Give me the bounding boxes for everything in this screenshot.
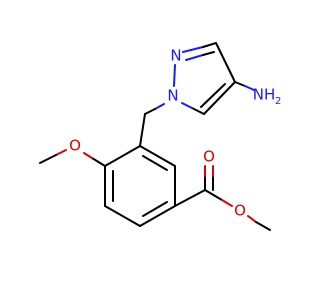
bond-ring-ome-b <box>83 152 93 159</box>
atom-o-ester: O <box>234 202 246 220</box>
bond-n1-n2 <box>173 64 176 87</box>
bond-o-me <box>55 149 67 156</box>
bond-ring-ab-inner <box>142 155 168 171</box>
bond-n2-c3-inner <box>185 54 204 61</box>
bond-n2-c3 <box>182 46 204 53</box>
atom-n-bottom: N <box>167 87 178 105</box>
atom-nh2: NH <box>253 86 276 104</box>
bond-n2-c3-b <box>202 42 217 48</box>
bond-ring-cd-inner <box>142 201 168 217</box>
bond-n1-ch2-b <box>144 108 156 115</box>
atom-o-methoxy: O <box>69 137 81 155</box>
bond-c5-n1-b <box>181 102 193 109</box>
bond-ring-ester <box>174 189 206 207</box>
bond-c5-n1 <box>191 107 205 115</box>
pyrazole-ring <box>173 42 236 115</box>
atom-nh2-subscript: 2 <box>275 96 281 107</box>
bond-ring-fa <box>104 145 141 167</box>
bond-ring-de <box>104 205 141 227</box>
bond-ring-cd <box>139 205 176 227</box>
benzene-ring <box>104 145 176 227</box>
bond-c4-nh2 <box>234 81 246 87</box>
bond-o-ch3 <box>247 215 257 223</box>
bond-c3-c4 <box>215 42 236 83</box>
structure-diagram: N N NH 2 O O O <box>39 42 281 231</box>
bond-ring-ome <box>91 157 106 167</box>
bond-n1-ch2 <box>154 103 165 110</box>
bond-c4-nh2-b <box>244 85 255 91</box>
bond-n2-c3-inner-b <box>202 51 215 56</box>
atom-n-top: N <box>170 47 181 65</box>
bond-ring-ab <box>139 145 176 167</box>
bond-ch2-ring <box>139 113 146 147</box>
atom-o-carbonyl: O <box>203 148 215 166</box>
bond-c-o-single-b <box>221 199 233 207</box>
bond-c4-c5 <box>203 81 236 115</box>
molecule-canvas: N N NH 2 O O O <box>39 42 282 231</box>
bond-c4-c5-inner <box>200 83 226 108</box>
bond-o-me-b <box>39 154 57 164</box>
bond-c-o-single <box>204 189 223 201</box>
bond-o-ch3-b <box>255 221 271 231</box>
